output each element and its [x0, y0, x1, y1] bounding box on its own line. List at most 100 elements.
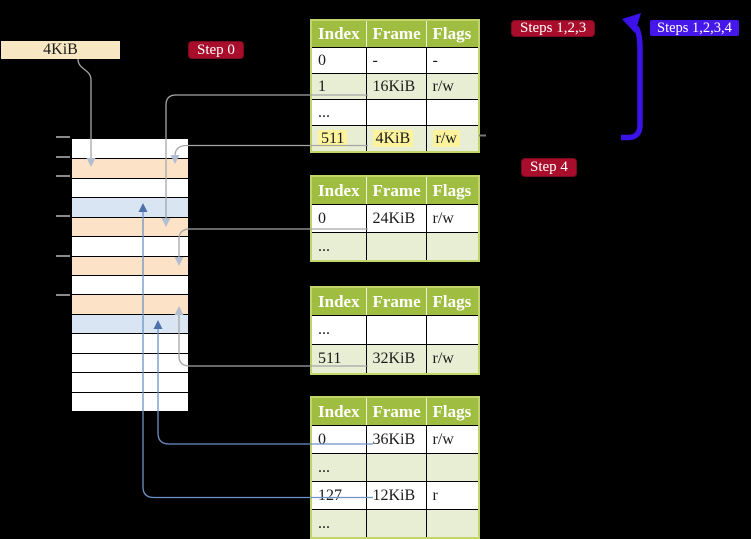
table-cell: 32KiB [366, 344, 427, 374]
column-header: Frame [366, 287, 427, 316]
badge-step-0: Step 0 [188, 41, 244, 59]
badge-step-4: Step 4 [521, 158, 577, 177]
table-row: 0-- [311, 47, 479, 74]
column-header: Index [311, 287, 367, 316]
column-header: Index [311, 20, 367, 48]
table-cell: ... [311, 315, 367, 345]
table-cell: 0 [311, 425, 367, 454]
table-cell: r/w [426, 73, 479, 100]
table-cell: r/w [426, 125, 479, 152]
table-cell: 16KiB [366, 73, 427, 100]
recursive-loop-arrowhead [622, 13, 641, 33]
address-tick [56, 215, 70, 217]
column-header: Flags [426, 20, 479, 48]
table-cell: 0 [311, 204, 367, 233]
column-header: Flags [426, 287, 479, 316]
table-cell: ... [311, 232, 367, 261]
table-cell [366, 315, 427, 345]
memory-row-white [72, 391, 188, 411]
table-cell [426, 509, 479, 538]
table-cell [426, 315, 479, 345]
table-cell: ... [311, 99, 367, 126]
badge-steps-1-2-3-4: Steps 1,2,3,4 [650, 20, 739, 36]
table-cell: 511 [311, 344, 367, 374]
table-cell: ... [311, 453, 367, 482]
column-header: Index [311, 397, 367, 426]
memory-row-white [72, 275, 188, 295]
memory-row-orange [72, 255, 188, 275]
table-row: ... [311, 509, 479, 538]
table-row: ... [311, 232, 479, 261]
table-cell: 1 [311, 73, 367, 100]
memory-row-white [72, 177, 188, 198]
table-cell [366, 232, 427, 261]
table-cell: 4KiB [366, 125, 427, 152]
column-header: Flags [426, 397, 479, 426]
table-cell [366, 99, 427, 126]
memory-row-blue [72, 313, 188, 334]
table-cell: 511 [311, 125, 367, 152]
highlighted-value: 4KiB [372, 129, 414, 147]
table-cell: 36KiB [366, 425, 427, 454]
column-header: Flags [426, 176, 479, 205]
address-tick [56, 175, 70, 177]
table-cell [366, 509, 427, 538]
badge-steps-1-2-3: Steps 1,2,3 [511, 20, 596, 37]
address-tick [56, 294, 70, 296]
table-row: ... [311, 315, 479, 345]
table-cell: 127 [311, 481, 367, 510]
table-cell: r/w [426, 344, 479, 374]
memory-row-white [72, 352, 188, 373]
address-tick [56, 136, 70, 138]
column-header: Frame [366, 176, 427, 205]
memory-row-white [72, 139, 188, 159]
page-table-diagram: { "legend": { "box_label": "4KiB" }, "ba… [1, 13, 739, 539]
highlighted-value: r/w [432, 129, 460, 147]
column-header: Index [311, 176, 367, 205]
address-tick [56, 255, 70, 257]
recursive-loop-arrow [621, 25, 643, 141]
memory-row-orange [72, 216, 188, 237]
table-cell [426, 232, 479, 261]
table-cell [426, 453, 479, 482]
table-row: ... [311, 453, 479, 482]
memory-row-orange [72, 294, 188, 314]
table-cell: r/w [426, 204, 479, 233]
column-header: Frame [366, 20, 427, 48]
memory-row-orange [72, 158, 188, 178]
table-cell [426, 99, 479, 126]
physical-memory-strip [70, 137, 190, 413]
memory-row-white [72, 236, 188, 256]
memory-row-blue [72, 197, 188, 217]
table-cell: r/w [426, 425, 479, 454]
table-cell: ... [311, 509, 367, 538]
memory-row-white [72, 333, 188, 353]
table-cell: 0 [311, 47, 367, 74]
table-cell: - [426, 47, 479, 74]
table-cell: 12KiB [366, 481, 427, 510]
table-cell: 24KiB [366, 204, 427, 233]
column-header: Frame [366, 397, 427, 426]
table-cell: r [426, 481, 479, 510]
table-cell: - [366, 47, 427, 74]
address-tick [56, 156, 70, 158]
memory-row-white [72, 372, 188, 392]
table-row: ... [311, 99, 479, 126]
table-row: 511 4KiB r/w [311, 125, 479, 152]
table-cell [366, 453, 427, 482]
frame-size-label: 4KiB [1, 41, 120, 59]
highlighted-value: 511 [318, 129, 348, 147]
